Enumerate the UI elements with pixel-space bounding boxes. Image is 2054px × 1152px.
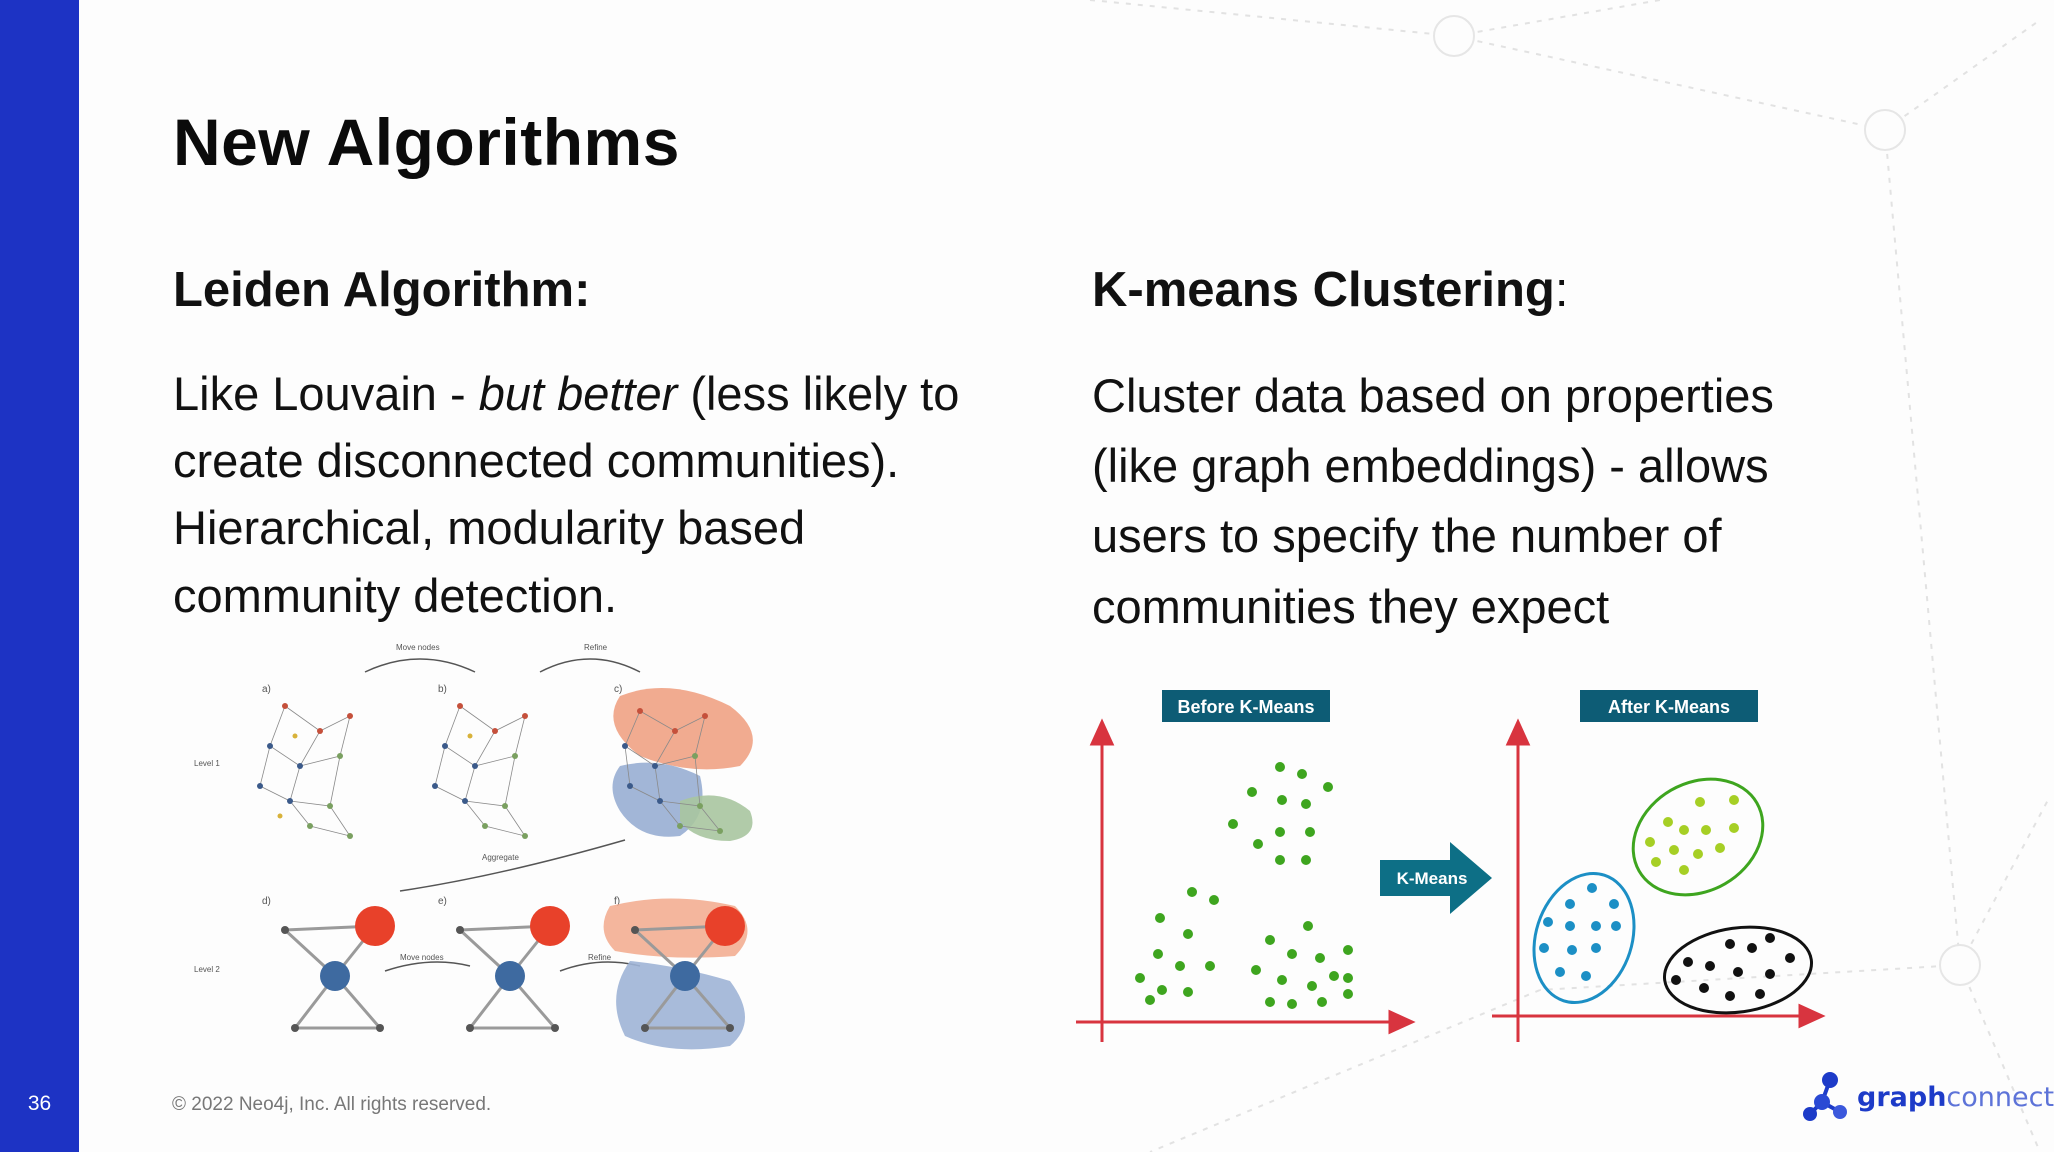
level1-nodes	[257, 703, 723, 839]
kmeans-diagram: Before K-Means After K-Means K-Means	[1076, 690, 1826, 1042]
cluster-ellipse-black	[1662, 925, 1814, 1015]
kmeans-arrow-label: K-Means	[1397, 869, 1468, 888]
after-kmeans-label: After K-Means	[1608, 697, 1730, 717]
arrow-label-refine: Refine	[584, 643, 608, 652]
level2-edges	[283, 924, 732, 1030]
slide-number: 36	[27, 1092, 52, 1115]
cluster-ellipse-blue	[1532, 872, 1636, 1004]
kmeans-line-1: Cluster data based on properties	[1092, 369, 1774, 422]
before-axes	[1076, 718, 1416, 1042]
level-2-label: Level 2	[194, 965, 220, 974]
emphasis-text: but better	[478, 367, 678, 420]
community-blob-red	[613, 688, 753, 770]
panel-label-b: b)	[438, 684, 447, 695]
after-axes	[1492, 718, 1826, 1042]
graph-logo-icon	[1803, 1072, 1847, 1121]
level-1-label: Level 1	[194, 759, 220, 768]
leiden-line-4: community detection.	[173, 569, 618, 622]
leiden-diagram: Move nodes Refine Aggregate Move nodes R…	[194, 643, 753, 1050]
copyright-footer: © 2022 Neo4j, Inc. All rights reserved.	[172, 1094, 492, 1115]
panel-label-f: f)	[614, 896, 620, 907]
after-black-points	[1671, 933, 1795, 1001]
kmeans-heading: K-means Clustering:	[1092, 263, 1569, 317]
after-kmeans-label-box	[1580, 690, 1758, 722]
kmeans-line-4: communities they expect	[1092, 580, 1610, 633]
kmeans-line-3: users to specify the number of	[1092, 509, 1722, 562]
level2-nodes	[281, 906, 745, 1032]
before-green-points	[1135, 762, 1353, 1009]
leiden-line-1: Like Louvain - but better (less likely t…	[173, 367, 960, 420]
arrow-label-refine-2: Refine	[588, 953, 612, 962]
arrow-move-nodes-2	[384, 961, 471, 972]
slide-title: New Algorithms	[173, 105, 680, 179]
arrow-label-move-nodes: Move nodes	[396, 643, 440, 652]
leiden-line-2: create disconnected communities).	[173, 434, 900, 487]
arrow-label-move-nodes-2: Move nodes	[400, 953, 444, 962]
panel-label-d: d)	[262, 896, 271, 907]
community-blob-green	[680, 795, 753, 841]
before-kmeans-label-box	[1162, 690, 1330, 722]
cluster-ellipse-yellow	[1631, 777, 1765, 897]
panel-label-a: a)	[262, 684, 271, 695]
kmeans-arrow	[1380, 842, 1492, 914]
leiden-line-3: Hierarchical, modularity based	[173, 501, 806, 554]
accent-sidebar	[0, 0, 79, 1152]
kmeans-line-2: (like graph embeddings) - allows	[1092, 439, 1769, 492]
arrow-label-aggregate: Aggregate	[482, 853, 519, 862]
panel-label-c: c)	[614, 684, 622, 695]
arrow-move-nodes	[364, 658, 476, 673]
logo-wordmark: graphconnect	[1857, 1082, 2054, 1113]
arrow-refine	[539, 658, 641, 673]
panel-label-e: e)	[438, 896, 447, 907]
arrow-aggregate	[399, 839, 626, 892]
after-yellow-points	[1645, 795, 1739, 875]
graphconnect-logo: graphconnect	[1800, 1068, 2054, 1128]
leiden-heading: Leiden Algorithm:	[173, 263, 591, 317]
after-blue-points	[1539, 883, 1621, 981]
before-kmeans-label: Before K-Means	[1177, 697, 1314, 717]
